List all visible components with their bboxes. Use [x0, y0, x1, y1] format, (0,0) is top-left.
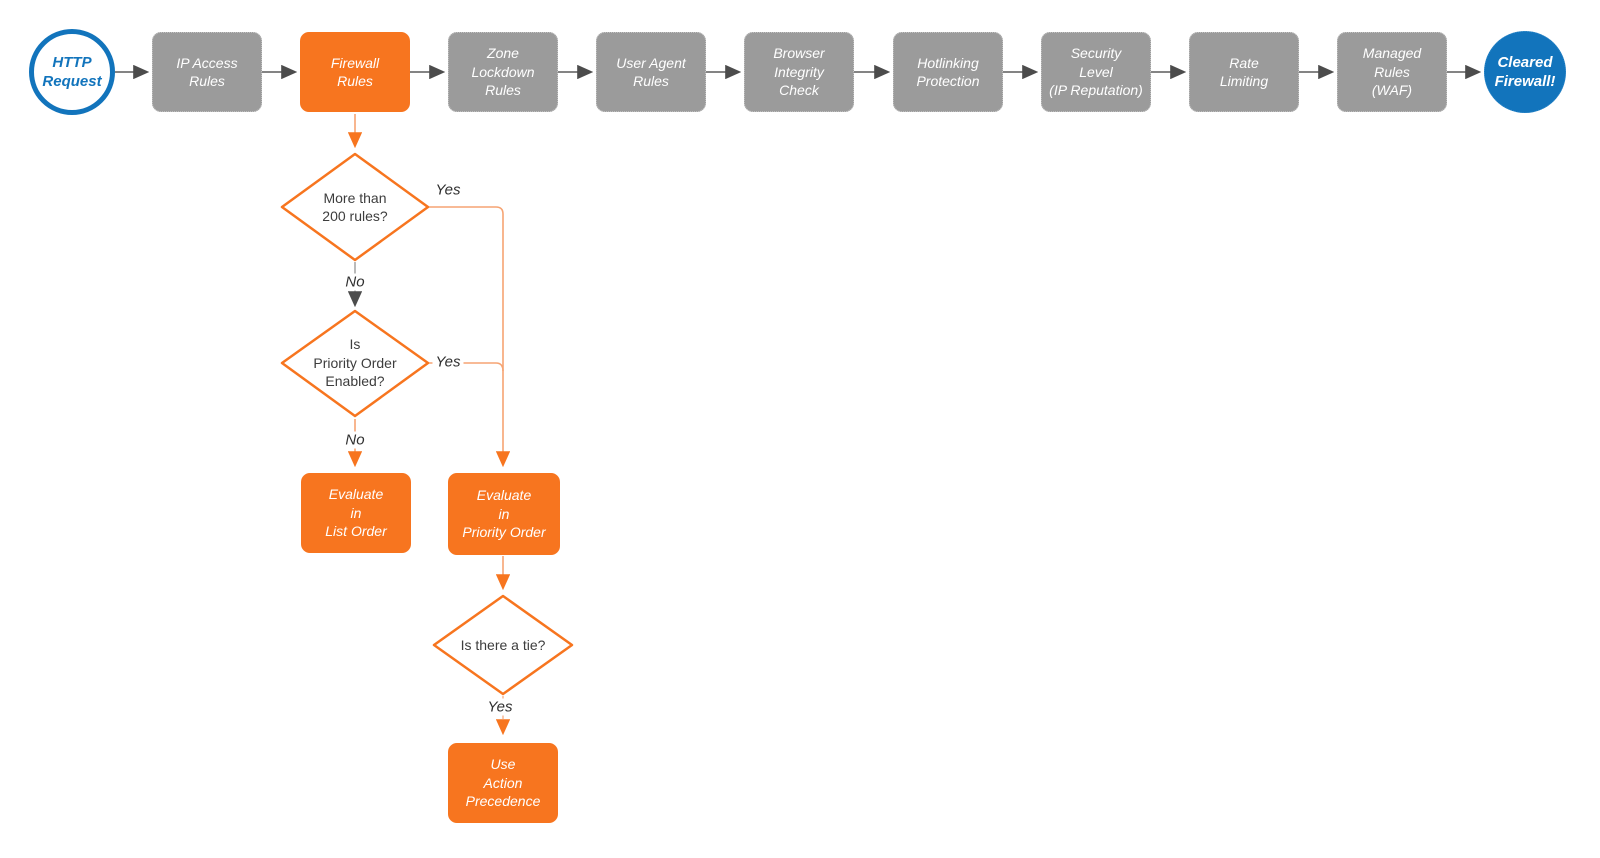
edge-decision2-yes	[429, 362, 504, 372]
node-ip-access-rules: IP Access Rules	[152, 32, 262, 112]
decision-priority-order-enabled-text: Is Priority Order Enabled?	[313, 336, 397, 390]
decision-more-than-200-rules-shape	[280, 152, 430, 262]
decision-is-there-a-tie-shape	[432, 594, 574, 696]
node-firewall-rules: Firewall Rules	[300, 32, 410, 112]
decision-priority-order-enabled-shape	[280, 309, 430, 418]
decision-is-there-a-tie-text: Is there a tie?	[460, 636, 546, 653]
node-zone-lockdown-rules: Zone Lockdown Rules	[448, 32, 558, 112]
edge-decision1-yes	[429, 206, 511, 468]
action-evaluate-priority-order: Evaluate in Priority Order	[448, 473, 560, 555]
label-decision1-no: No	[342, 273, 368, 291]
node-user-agent-rules: User Agent Rules	[596, 32, 706, 112]
node-hotlinking-protection: Hotlinking Protection	[893, 32, 1003, 112]
label-decision3-yes: Yes	[484, 698, 516, 716]
label-decision2-no: No	[342, 431, 368, 449]
label-decision2-yes: Yes	[432, 353, 464, 371]
action-use-action-precedence: Use Action Precedence	[448, 743, 558, 823]
decision-more-than-200-rules-text: More than 200 rules?	[322, 189, 388, 224]
node-http-request: HTTP Request	[29, 29, 115, 115]
node-managed-rules-waf: Managed Rules (WAF)	[1337, 32, 1447, 112]
action-evaluate-list-order: Evaluate in List Order	[301, 473, 411, 553]
label-decision1-yes: Yes	[432, 181, 464, 199]
node-security-level: Security Level (IP Reputation)	[1041, 32, 1151, 112]
node-rate-limiting: Rate Limiting	[1189, 32, 1299, 112]
node-cleared-firewall: Cleared Firewall!	[1484, 31, 1566, 113]
node-browser-integrity-check: Browser Integrity Check	[744, 32, 854, 112]
